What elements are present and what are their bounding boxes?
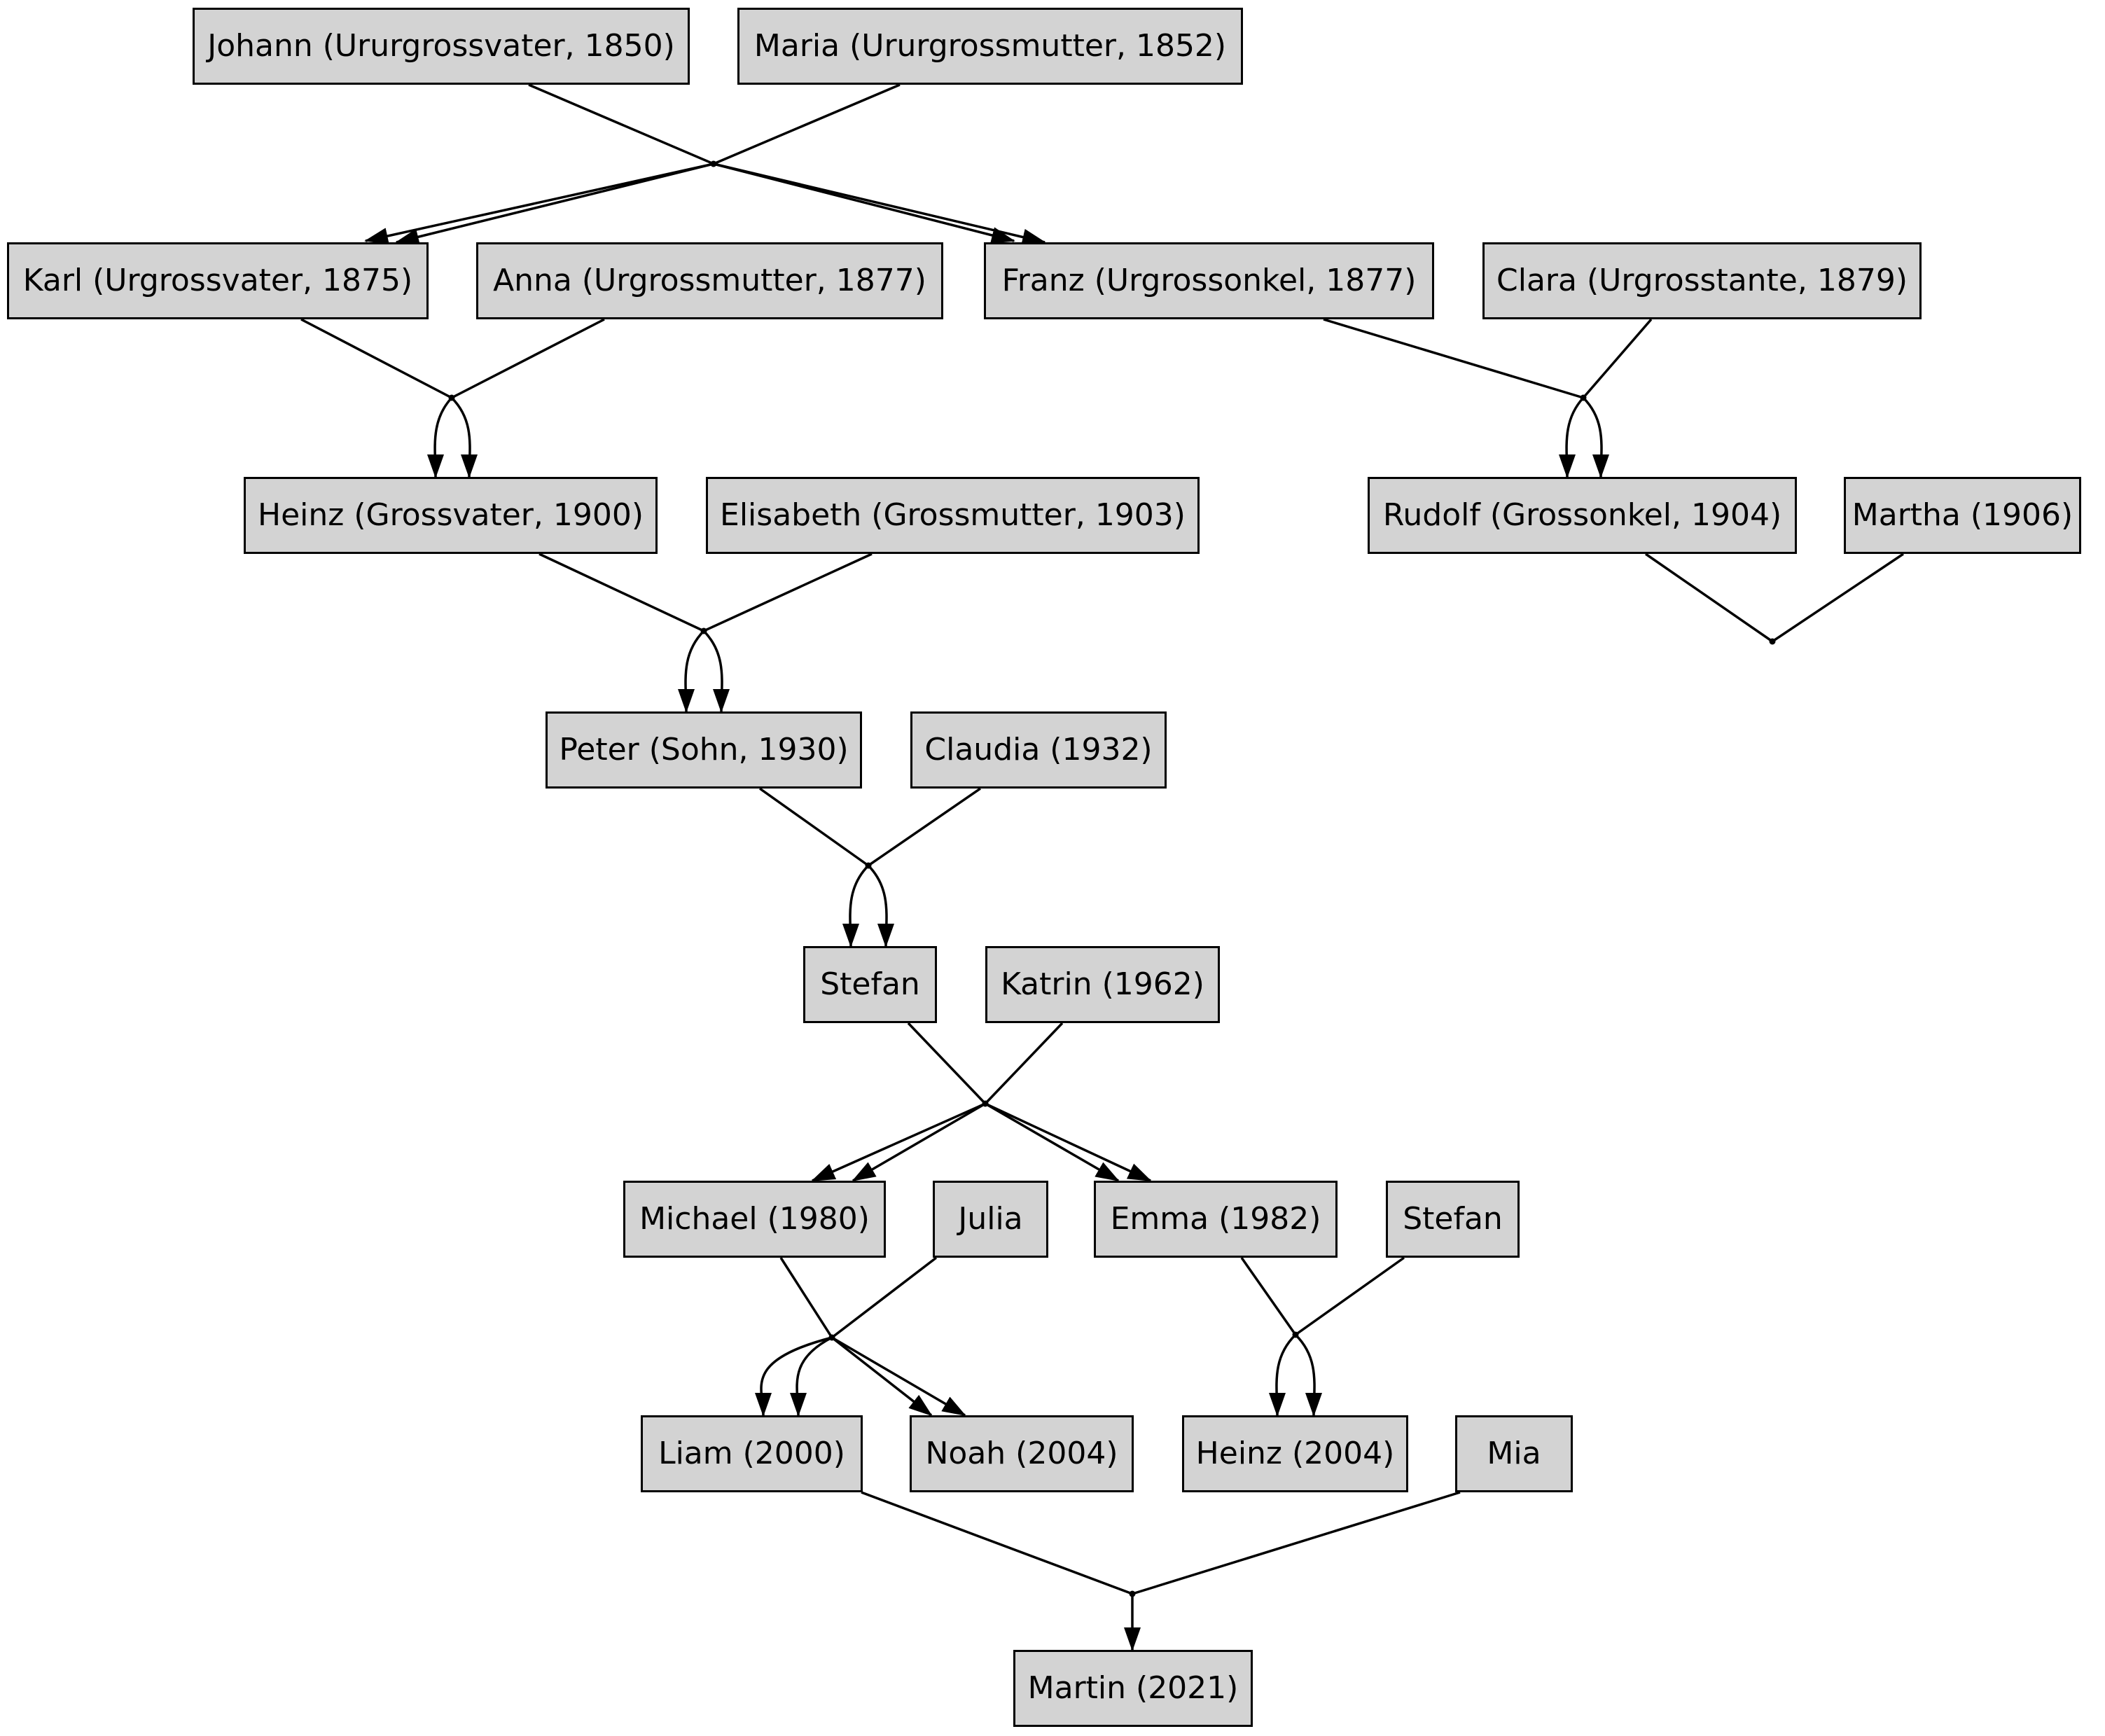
node-heinz: Heinz (Grossvater, 1900) xyxy=(244,477,658,554)
parent-edge xyxy=(868,787,981,867)
node-heinz2: Heinz (2004) xyxy=(1182,1415,1408,1492)
junction-dot xyxy=(865,862,872,869)
node-rudolf: Rudolf (Grossonkel, 1904) xyxy=(1368,477,1797,554)
node-johann: Johann (Ururgrossvater, 1850) xyxy=(193,8,690,85)
node-michael: Michael (1980) xyxy=(623,1181,886,1258)
child-edge xyxy=(1558,396,1585,478)
child-edge xyxy=(985,1102,1120,1182)
node-stefan: Stefan xyxy=(803,946,937,1023)
child-edge xyxy=(364,162,714,244)
child-edge xyxy=(1294,1333,1323,1417)
junction-dot xyxy=(1769,638,1776,645)
child-edge xyxy=(426,396,453,478)
node-peter: Peter (Sohn, 1930) xyxy=(546,711,862,789)
child-edge xyxy=(395,162,714,245)
parent-edge xyxy=(539,553,704,632)
node-clara: Clara (Urgrosstante, 1879) xyxy=(1482,242,1922,319)
junction-dot xyxy=(1292,1331,1299,1338)
node-maria: Maria (Ururgrossmutter, 1852) xyxy=(737,8,1243,85)
junction-dot xyxy=(448,394,455,401)
node-mia: Mia xyxy=(1455,1415,1573,1492)
parent-edge xyxy=(984,1022,1064,1105)
child-edge xyxy=(811,1102,986,1182)
child-edge xyxy=(677,630,705,713)
junction-dot xyxy=(1580,394,1587,401)
child-edge xyxy=(702,630,730,713)
parent-edge xyxy=(1132,1491,1461,1595)
node-elisabeth: Elisabeth (Grossmutter, 1903) xyxy=(706,477,1200,554)
child-edge xyxy=(450,396,478,478)
node-julia: Julia xyxy=(933,1181,1048,1258)
node-emma: Emma (1982) xyxy=(1094,1181,1338,1258)
child-edge xyxy=(985,1102,1152,1182)
node-karl: Karl (Urgrossvater, 1875) xyxy=(7,242,429,319)
parent-edge xyxy=(1323,318,1584,399)
parent-edge xyxy=(779,1257,833,1338)
child-edge xyxy=(1268,1333,1297,1417)
parent-edge xyxy=(831,1256,938,1339)
node-anna: Anna (Urgrossmutter, 1877) xyxy=(476,242,943,319)
parent-edge xyxy=(861,1491,1133,1595)
parent-edge xyxy=(1645,553,1773,643)
parent-edge xyxy=(1294,1256,1405,1336)
parent-edge xyxy=(300,318,452,399)
parent-edge xyxy=(528,83,714,165)
parent-edge xyxy=(1772,553,1904,643)
node-liam: Liam (2000) xyxy=(641,1415,863,1492)
child-edge xyxy=(867,864,895,947)
parent-edge xyxy=(713,83,901,165)
junction-dot xyxy=(1129,1590,1136,1597)
node-katrin: Katrin (1962) xyxy=(985,946,1220,1023)
junction-dot xyxy=(982,1100,989,1107)
node-franz: Franz (Urgrossonkel, 1877) xyxy=(984,242,1434,319)
child-edge xyxy=(831,1336,966,1417)
parent-edge xyxy=(1240,1256,1297,1336)
child-edge xyxy=(754,1336,833,1417)
junction-dot xyxy=(710,160,717,167)
node-stefan2: Stefan xyxy=(1386,1181,1520,1258)
parent-edge xyxy=(703,553,873,632)
child-edge xyxy=(852,1102,986,1182)
node-martha: Martha (1906) xyxy=(1844,477,2081,554)
node-martin: Martin (2021) xyxy=(1013,1650,1253,1727)
parent-edge xyxy=(451,318,605,399)
child-edge xyxy=(1582,396,1610,478)
child-edge xyxy=(842,864,870,947)
node-noah: Noah (2004) xyxy=(910,1415,1134,1492)
junction-dot xyxy=(828,1334,835,1341)
child-edge xyxy=(831,1336,933,1417)
child-edge xyxy=(789,1336,833,1417)
parent-edge xyxy=(1582,318,1653,399)
parent-edge xyxy=(907,1022,987,1105)
child-edge xyxy=(713,162,1046,246)
node-claudia: Claudia (1932) xyxy=(910,711,1167,789)
parent-edge xyxy=(758,787,870,867)
junction-dot xyxy=(700,627,707,634)
